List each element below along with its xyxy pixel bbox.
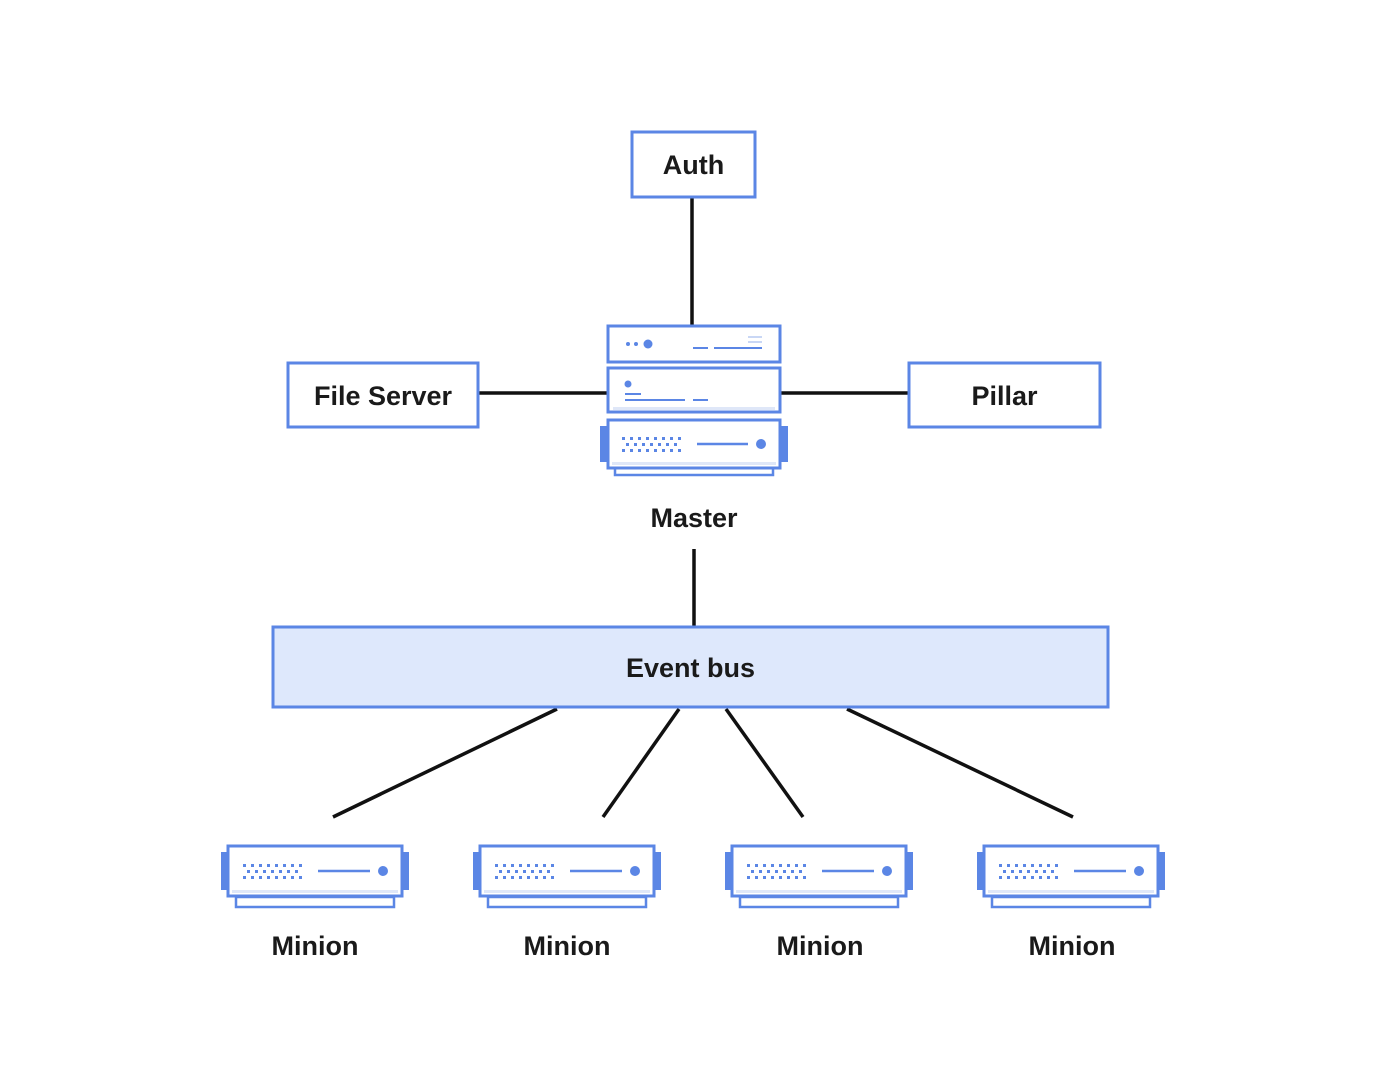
pillar-node: Pillar [907,361,1102,429]
server-icon [471,844,663,909]
edge-eventbus-minion-2 [601,707,681,819]
connectors [332,198,1074,819]
master-label: Master [650,503,738,533]
server-icon [723,844,915,909]
pillar-box [907,361,1102,429]
edge-eventbus-minion-3 [724,707,805,819]
pillar-label: Pillar [971,381,1038,411]
event-bus-node: Event bus [271,625,1110,709]
auth-node: Auth [630,130,757,199]
minion-node-3: Minion [723,844,915,961]
server-stack-icon [600,324,788,477]
minion-label: Minion [777,931,864,961]
minion-label: Minion [524,931,611,961]
server-icon [219,844,411,909]
auth-box [630,130,757,199]
server-icon [975,844,1167,909]
minion-node-4: Minion [975,844,1167,961]
minion-node-1: Minion [219,844,411,961]
event-bus-label: Event bus [626,653,755,683]
minion-label: Minion [272,931,359,961]
file-server-label: File Server [314,381,453,411]
file-server-node: File Server [286,361,480,429]
minion-label: Minion [1029,931,1116,961]
server-unit-top [606,324,782,364]
event-bus-box [271,625,1110,709]
server-unit-middle [606,366,782,414]
edge-eventbus-minion-1 [332,707,558,819]
auth-label: Auth [663,150,724,180]
edge-eventbus-minion-4 [846,707,1074,819]
file-server-box [286,361,480,429]
minion-node-2: Minion [471,844,663,961]
server-unit-bottom [606,418,782,470]
